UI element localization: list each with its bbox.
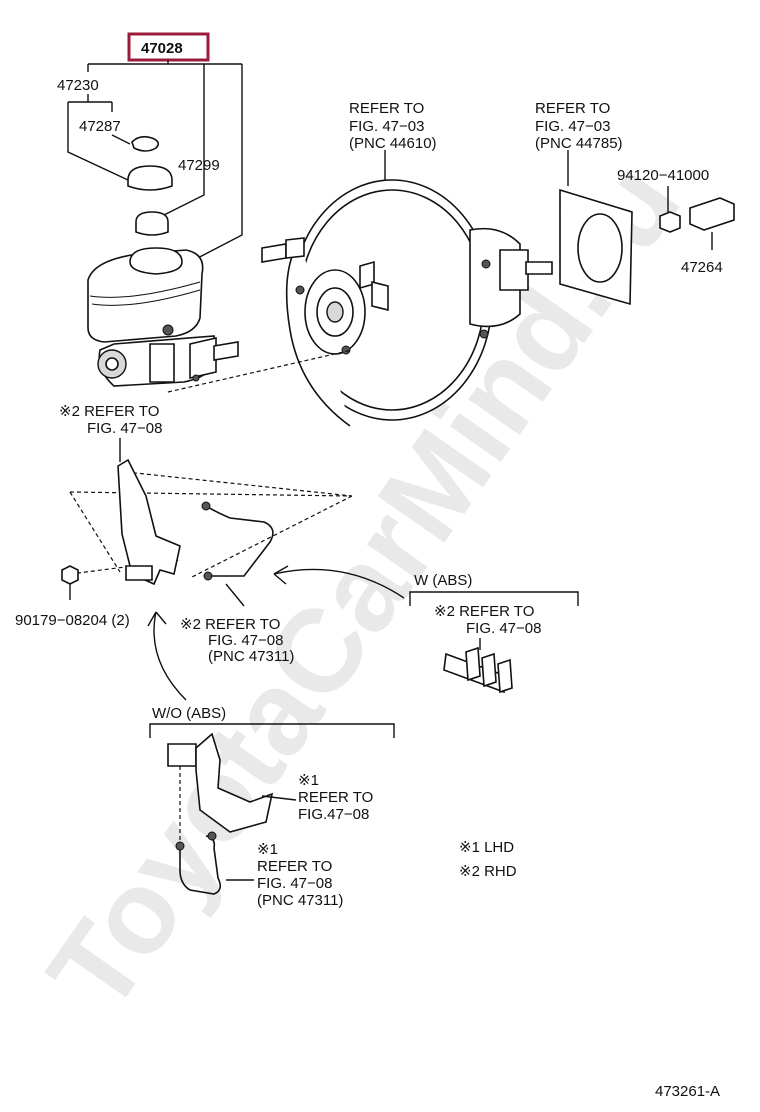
clip-47287-icon: [131, 135, 160, 152]
wo-tube-ref-line2: REFER TO: [257, 858, 332, 875]
wo-bracket-ref-line3[interactable]: FIG.47−08: [298, 806, 369, 823]
w-abs-label: W (ABS): [414, 572, 472, 589]
wo-abs-label: W/O (ABS): [152, 705, 226, 722]
part-94120-label[interactable]: 94120−41000: [617, 167, 709, 184]
booster-ref-line3: (PNC 44610): [349, 135, 437, 152]
tube-rhd-ref-line2[interactable]: FIG. 47−08: [208, 632, 283, 649]
wo-abs-arrow: [153, 611, 187, 701]
wo-bracket-ref-line2: REFER TO: [298, 789, 373, 806]
brake-tube-lhd-icon: [179, 835, 222, 895]
part-47028-label[interactable]: 47028: [141, 40, 183, 57]
part-47230-label[interactable]: 47230: [57, 77, 99, 94]
part-47299-label[interactable]: 47299: [178, 157, 220, 174]
nut-90179-icon: [61, 565, 79, 585]
plate-ref-line1: REFER TO: [535, 100, 610, 117]
part-47287-label[interactable]: 47287: [79, 118, 121, 135]
clevis-47264-icon: [689, 197, 735, 231]
legend-rhd: ※2 RHD: [459, 863, 517, 880]
booster-gasket-icon: [559, 188, 633, 306]
part-47264-label[interactable]: 47264: [681, 259, 723, 276]
bracket-rhd-ref-line1: ※2 REFER TO: [59, 403, 159, 420]
tube-rhd-ref-line1: ※2 REFER TO: [180, 616, 280, 633]
abs-bracket-ref-line2[interactable]: FIG. 47−08: [466, 620, 541, 637]
wo-tube-ref-line3[interactable]: FIG. 47−08: [257, 875, 332, 892]
wo-tube-ref-line4: (PNC 47311): [257, 892, 343, 909]
bracket-rhd-ref-line2[interactable]: FIG. 47−08: [87, 420, 162, 437]
wo-tube-ref-line1: ※1: [257, 841, 278, 858]
reservoir-filter-icon: [135, 211, 169, 236]
master-cylinder-icon: [87, 247, 239, 387]
locknut-icon: [659, 211, 681, 233]
proportioning-valve-bracket-icon: [117, 458, 181, 586]
legend-lhd: ※1 LHD: [459, 839, 514, 856]
reservoir-cap-icon: [127, 165, 173, 191]
wo-bracket-ref-line1: ※1: [298, 772, 319, 789]
tube-rhd-ref-line3: (PNC 47311): [208, 648, 294, 665]
booster-ref-line2[interactable]: FIG. 47−03: [349, 118, 424, 135]
abs-bracket-icon: [443, 646, 513, 694]
abs-bracket-ref-line1: ※2 REFER TO: [434, 603, 534, 620]
plate-ref-line2[interactable]: FIG. 47−03: [535, 118, 610, 135]
plate-ref-line3: (PNC 44785): [535, 135, 623, 152]
wo-abs-bracket-icon: [167, 732, 274, 833]
booster-ref-line1: REFER TO: [349, 100, 424, 117]
w-abs-arrow: [273, 568, 405, 599]
brake-tube-rhd-icon: [205, 505, 274, 577]
brake-booster-icon: [261, 179, 553, 427]
part-90179-label[interactable]: 90179−08204 (2): [15, 612, 130, 629]
diagram-id: 473261-A: [655, 1083, 720, 1100]
